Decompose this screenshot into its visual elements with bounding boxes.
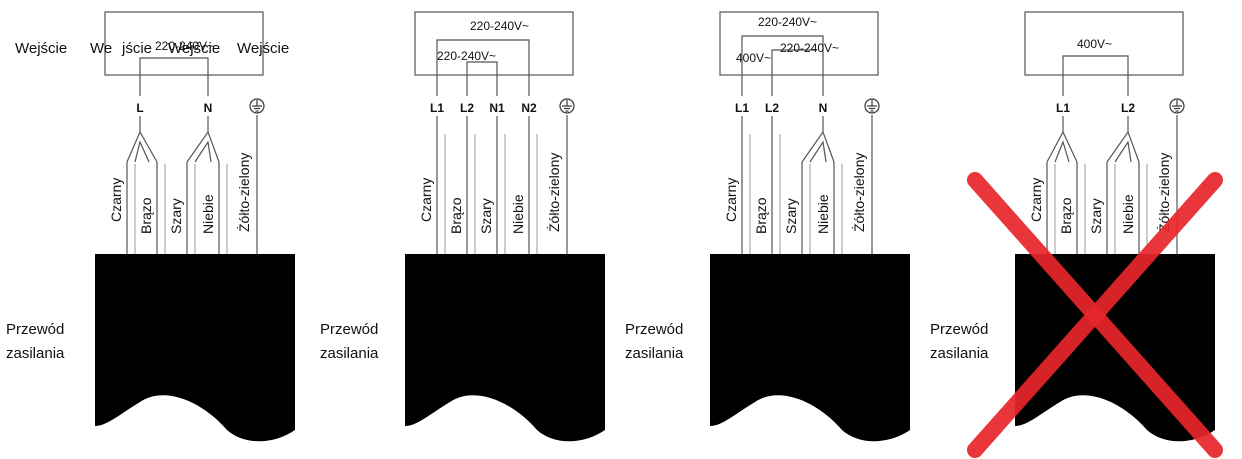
wire-color-label: Czarny xyxy=(418,178,434,222)
wire-color-label: Czarny xyxy=(1028,178,1044,222)
wire-color-label: Żółto-zielony xyxy=(850,153,867,232)
input-label: We xyxy=(90,40,112,57)
terminal-label: L1 xyxy=(735,101,749,115)
wiring-diagram-d1: 220-240V~ L N Czarny Brązo Szary Niebie Żółto-z… xyxy=(6,11,295,442)
wire-junction xyxy=(809,140,827,163)
terminal-label: L xyxy=(136,101,143,115)
ground-icon xyxy=(1169,98,1185,114)
voltage-label: 220-240V~ xyxy=(758,15,817,29)
ground-icon xyxy=(249,98,265,114)
terminal-label: L1 xyxy=(430,101,444,115)
ground-icon-ring xyxy=(1169,98,1185,114)
wire-junction xyxy=(1114,140,1132,163)
input-label: Wejście xyxy=(15,40,67,57)
terminal-label: N xyxy=(819,101,828,115)
voltage-label: 220-240V~ xyxy=(780,41,839,55)
internal-connection xyxy=(771,49,817,96)
wire-color-label: Brązo xyxy=(138,197,154,234)
wire-junction xyxy=(1046,130,1078,163)
power-cable-label: Przewód xyxy=(930,321,988,338)
ground-icon xyxy=(559,98,575,114)
wire-color-label: Niebie xyxy=(1120,194,1136,234)
internal-connection xyxy=(436,39,530,96)
ground-icon xyxy=(864,98,880,114)
internal-connection xyxy=(139,57,209,96)
device-box xyxy=(414,11,574,76)
terminal-label: L2 xyxy=(460,101,474,115)
power-cable-body xyxy=(710,254,910,442)
wire-color-label: Niebie xyxy=(510,194,526,234)
input-label: Wejście xyxy=(168,40,220,57)
wire-color-label: Żółto-zielony xyxy=(235,153,252,232)
wire-junction xyxy=(1106,130,1140,163)
device-box xyxy=(104,11,264,76)
device-box xyxy=(719,11,879,76)
wire-color-label: Niebie xyxy=(815,194,831,234)
wire-junction xyxy=(186,130,220,163)
wire-color-label: Żółto-zielony xyxy=(545,153,562,232)
internal-connection xyxy=(741,35,824,96)
ground-icon-ring xyxy=(559,98,575,114)
terminal-label: N xyxy=(204,101,213,115)
wire-color-label: Szary xyxy=(168,198,184,234)
power-cable-label: zasilania xyxy=(930,345,989,362)
wire-color-label: Szary xyxy=(1088,198,1104,234)
wiring-diagram-d3: 220-240V~ 400V~ 220-240V~ L1 L2 N Czarny Brązo S… xyxy=(625,11,910,442)
wire-color-label: Brązo xyxy=(1058,197,1074,234)
voltage-label: 220-240V~ xyxy=(470,19,529,33)
terminal-label: L2 xyxy=(1121,101,1135,115)
wire-color-label: Niebie xyxy=(200,194,216,234)
power-cable-label: Przewód xyxy=(320,321,378,338)
wire-color-label: Czarny xyxy=(108,178,124,222)
wire-junction xyxy=(194,140,212,163)
voltage-label: 400V~ xyxy=(1077,37,1112,51)
power-cable-label: Przewód xyxy=(6,321,64,338)
wire-junction xyxy=(801,130,835,163)
terminal-label: N1 xyxy=(489,101,505,115)
power-cable-label: Przewód xyxy=(625,321,683,338)
ground-icon-ring xyxy=(864,98,880,114)
power-cable-label: zasilania xyxy=(625,345,684,362)
wire-color-label: Brązo xyxy=(753,197,769,234)
power-cable-label: zasilania xyxy=(320,345,379,362)
internal-connection xyxy=(466,61,498,96)
wire-junction xyxy=(1054,140,1070,163)
wire-color-label: Żółto-zielony xyxy=(1155,153,1172,232)
terminal-label: N2 xyxy=(521,101,537,115)
power-cable-body xyxy=(405,254,605,442)
power-cable-label: zasilania xyxy=(6,345,65,362)
invalid-cross-icon xyxy=(967,172,1223,458)
voltage-label: 400V~ xyxy=(736,51,771,65)
terminal-label: L2 xyxy=(765,101,779,115)
device-box xyxy=(1024,11,1184,76)
power-cable-body xyxy=(95,254,295,442)
wire-junction xyxy=(126,130,158,163)
wire-color-label: Szary xyxy=(783,198,799,234)
voltage-label: 220-240V~ xyxy=(437,49,496,63)
wire-junction xyxy=(134,140,150,163)
ground-icon-ring xyxy=(249,98,265,114)
input-label: jście xyxy=(121,40,152,57)
wire-color-label: Czarny xyxy=(723,178,739,222)
wire-color-label: Szary xyxy=(478,198,494,234)
wire-color-label: Brązo xyxy=(448,197,464,234)
internal-connection xyxy=(1062,55,1129,96)
terminal-label: L1 xyxy=(1056,101,1070,115)
voltage-label: 220-240V~ xyxy=(155,39,214,53)
input-label: Wejście xyxy=(237,40,289,57)
